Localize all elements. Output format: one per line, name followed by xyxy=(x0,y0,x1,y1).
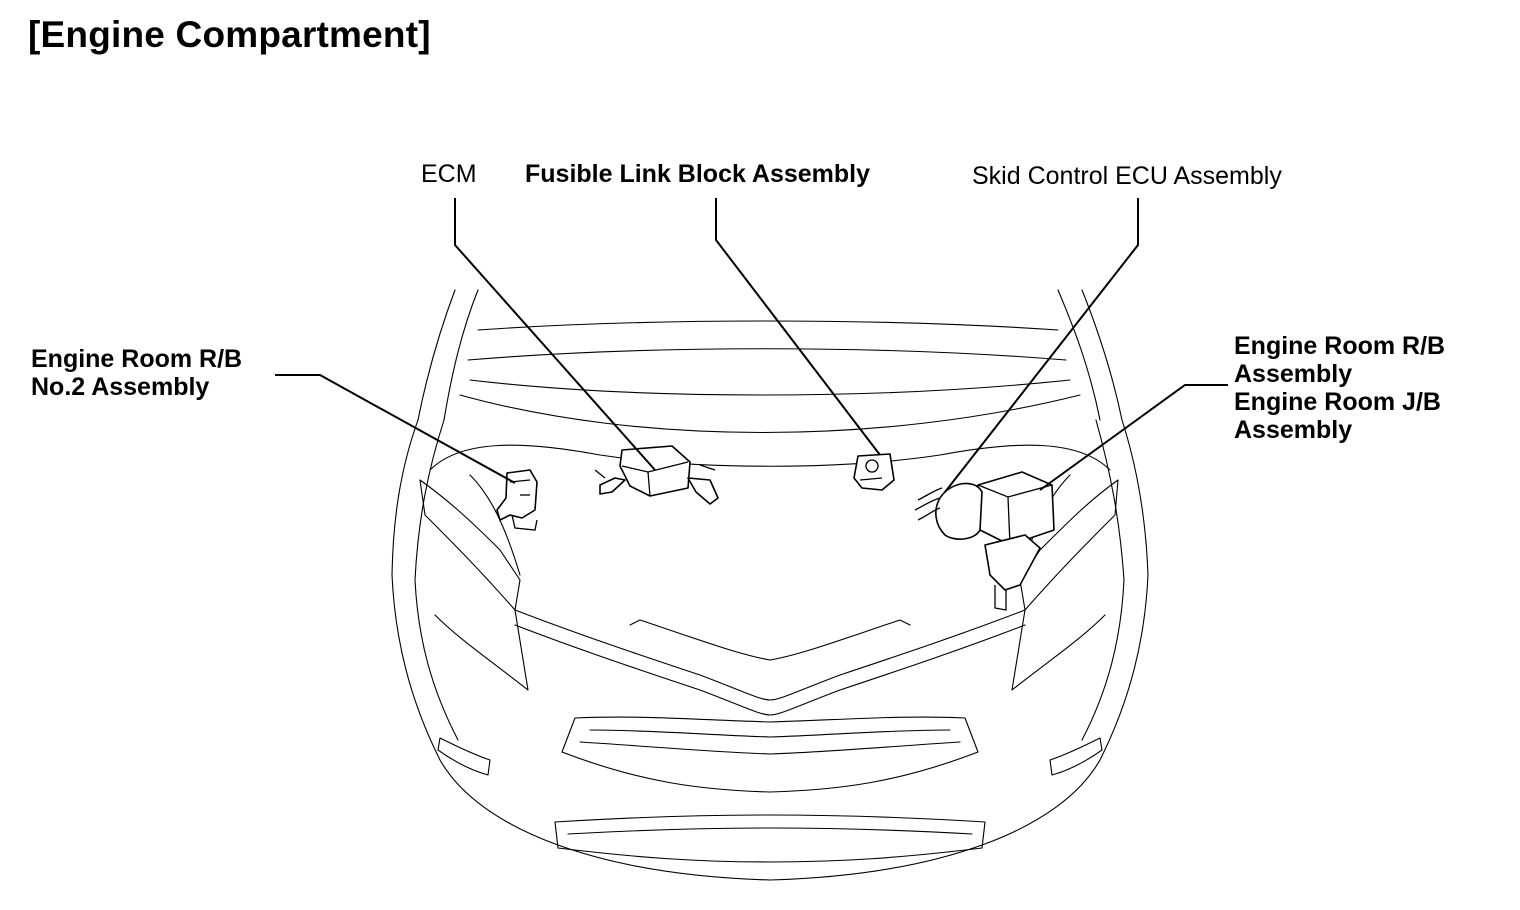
label-line: Assembly xyxy=(1234,360,1353,388)
leader-lines xyxy=(275,198,1228,493)
leader-engine-room-rb-jb xyxy=(1039,384,1228,491)
label-line: Engine Room J/B xyxy=(1234,388,1441,416)
engine-room-jb-part xyxy=(977,471,1055,611)
label-line: No.2 Assembly xyxy=(31,373,210,401)
car-body-outline xyxy=(391,289,1149,881)
label-skid-control-ecu: Skid Control ECU Assembly xyxy=(972,162,1282,190)
label-ecm: ECM xyxy=(421,160,477,188)
label-engine-room-rb-no2: Engine Room R/B No.2 Assembly xyxy=(31,345,242,401)
leader-skid-control xyxy=(944,198,1139,493)
skid-control-ecu-part xyxy=(914,482,983,540)
label-line: Engine Room R/B xyxy=(1234,332,1446,360)
leader-engine-room-rb-no2 xyxy=(275,374,516,484)
label-line: Engine Room R/B xyxy=(31,345,243,373)
fusible-link-block-part xyxy=(853,453,895,491)
label-engine-room-rb-jb: Engine Room R/B Assembly Engine Room J/B… xyxy=(1234,332,1445,444)
label-fusible-link-block: Fusible Link Block Assembly xyxy=(525,160,871,188)
page-title: [Engine Compartment] xyxy=(28,14,431,55)
leader-fusible-link xyxy=(715,198,881,456)
label-line: Assembly xyxy=(1234,416,1353,444)
leader-ecm xyxy=(454,198,656,471)
ecm-part xyxy=(594,445,719,505)
engine-room-rb-no2-part xyxy=(496,469,538,531)
